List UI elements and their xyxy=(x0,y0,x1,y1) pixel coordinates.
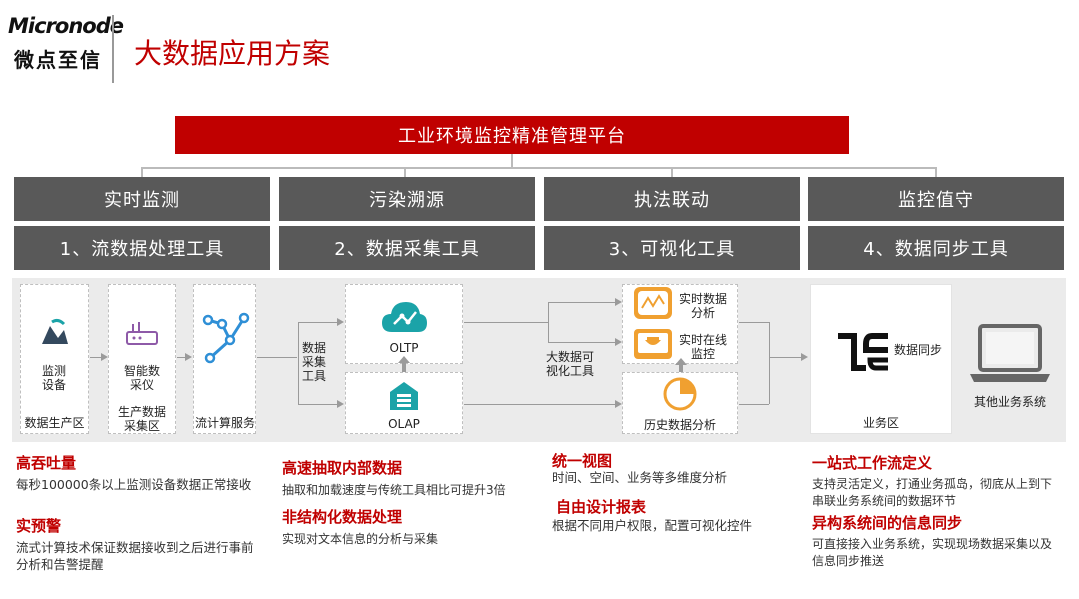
arrow-head-sync xyxy=(801,353,808,361)
logo-wordmark: Micronode xyxy=(8,14,124,38)
producer-zone-label: 数据生产区 xyxy=(24,416,85,430)
arrow-head-oltp xyxy=(337,318,344,326)
connector-drop-1 xyxy=(141,167,143,177)
arrow-head-1 xyxy=(101,353,108,361)
feature-text: 抽取和加载速度与传统工具相比可提升3倍 xyxy=(282,483,506,497)
other-systems-label: 其他业务系统 xyxy=(973,395,1046,409)
feature-heading: 一站式工作流定义 xyxy=(812,454,933,472)
realtime-analysis-label: 实时数据 分析 xyxy=(678,292,727,320)
connector-vertical xyxy=(511,154,513,168)
stream-card xyxy=(193,284,256,434)
feature-text: 时间、空间、业务等多维度分析 xyxy=(552,470,728,485)
ingest-to-oltp xyxy=(298,322,338,323)
data-sync-icon xyxy=(838,333,888,371)
connector-drop-2 xyxy=(404,167,406,177)
feature-text: 可直接接入业务系统，实现现场数据采集以及信息同步推送 xyxy=(812,537,1053,568)
realtime-to-sync xyxy=(739,322,769,323)
olap-card xyxy=(345,372,463,434)
sync-vertical xyxy=(769,322,770,404)
tool-data-sync: 4、数据同步工具 xyxy=(808,226,1064,270)
viz-vertical xyxy=(548,302,549,342)
sync-join xyxy=(769,357,802,358)
warehouse-icon xyxy=(390,382,418,410)
monitor-device-label: 监测 设备 xyxy=(41,364,66,392)
arrow-head-monitor xyxy=(615,338,622,346)
feature-heading: 高速抽取内部数据 xyxy=(282,459,403,477)
logo-chinese: 微点至信 xyxy=(14,48,102,72)
connector-drop-4 xyxy=(935,167,937,177)
connector-drop-3 xyxy=(671,167,673,177)
connector-horizontal xyxy=(142,167,936,169)
data-collector-label: 智能数 采仪 xyxy=(123,364,160,392)
tool-visualization: 3、可视化工具 xyxy=(544,226,800,270)
data-sync-label: 数据同步 xyxy=(893,343,942,357)
viz-tool-label: 大数据可 视化工具 xyxy=(546,350,595,378)
stream-zone-label: 流计算服务 xyxy=(194,416,255,430)
arrow-producer-collector xyxy=(90,357,102,358)
arrow-head-olap xyxy=(337,400,344,408)
ingest-vertical xyxy=(298,322,299,404)
oltp-to-viz xyxy=(464,322,548,323)
online-monitor-label: 实时在线 监控 xyxy=(678,333,727,361)
arrow-head-history xyxy=(615,400,622,408)
olap-to-history xyxy=(464,404,616,405)
cloud-icon xyxy=(382,302,427,332)
category-duty-watch: 监控值守 xyxy=(808,177,1064,221)
laptop-icon xyxy=(970,324,1050,382)
feature-text: 实现对文本信息的分析与采集 xyxy=(282,532,439,546)
arrow-stream-ingest xyxy=(257,357,297,358)
arrow-head-realtime xyxy=(615,298,622,306)
collector-card xyxy=(108,284,176,434)
feature-heading: 高吞吐量 xyxy=(16,454,77,472)
business-zone-label: 业务区 xyxy=(862,416,899,430)
feature-text: 流式计算技术保证数据接收到之后进行事前分析和告警提醒 xyxy=(16,540,254,572)
platform-banner: 工业环境监控精准管理平台 xyxy=(175,116,849,154)
tool-stream-processing: 1、流数据处理工具 xyxy=(14,226,270,270)
feature-text: 每秒100000条以上监测设备数据正常接收 xyxy=(16,477,252,492)
category-enforcement: 执法联动 xyxy=(544,177,800,221)
olap-label: OLAP xyxy=(388,417,420,431)
oltp-label: OLTP xyxy=(389,341,419,355)
viz-to-monitor xyxy=(548,342,616,343)
viz-to-realtime xyxy=(548,302,616,303)
producer-card xyxy=(20,284,89,434)
monitor-device-icon xyxy=(42,318,68,344)
data-collector-icon xyxy=(126,322,158,345)
category-pollution-trace: 污染溯源 xyxy=(279,177,535,221)
feature-heading: 自由设计报表 xyxy=(556,498,647,516)
ingest-tool-label: 数据 采集 工具 xyxy=(302,341,327,383)
analysis-chart-icon xyxy=(634,287,672,319)
feature-text: 根据不同用户权限，配置可视化控件 xyxy=(552,518,753,533)
feature-heading: 非结构化数据处理 xyxy=(282,508,403,526)
arrow-collector-stream xyxy=(177,357,186,358)
header-divider xyxy=(112,15,114,83)
feature-heading: 统一视图 xyxy=(552,452,613,470)
online-monitor-icon xyxy=(634,329,672,359)
history-to-sync xyxy=(739,404,769,405)
feature-heading: 实预警 xyxy=(16,517,62,535)
collector-zone-label: 生产数据 采集区 xyxy=(117,405,166,433)
feature-text: 支持灵活定义，打通业务孤岛，彻底从上到下串联业务系统间的数据环节 xyxy=(812,477,1053,508)
page-title: 大数据应用方案 xyxy=(134,37,331,70)
category-realtime-monitor: 实时监测 xyxy=(14,177,270,221)
arrow-head-2 xyxy=(185,353,192,361)
feature-heading: 异构系统间的信息同步 xyxy=(812,514,963,532)
tool-data-collection: 2、数据采集工具 xyxy=(279,226,535,270)
history-analysis-label: 历史数据分析 xyxy=(643,418,716,432)
stream-network-icon xyxy=(202,312,250,364)
pie-chart-icon xyxy=(663,377,697,411)
ingest-to-olap xyxy=(298,404,338,405)
